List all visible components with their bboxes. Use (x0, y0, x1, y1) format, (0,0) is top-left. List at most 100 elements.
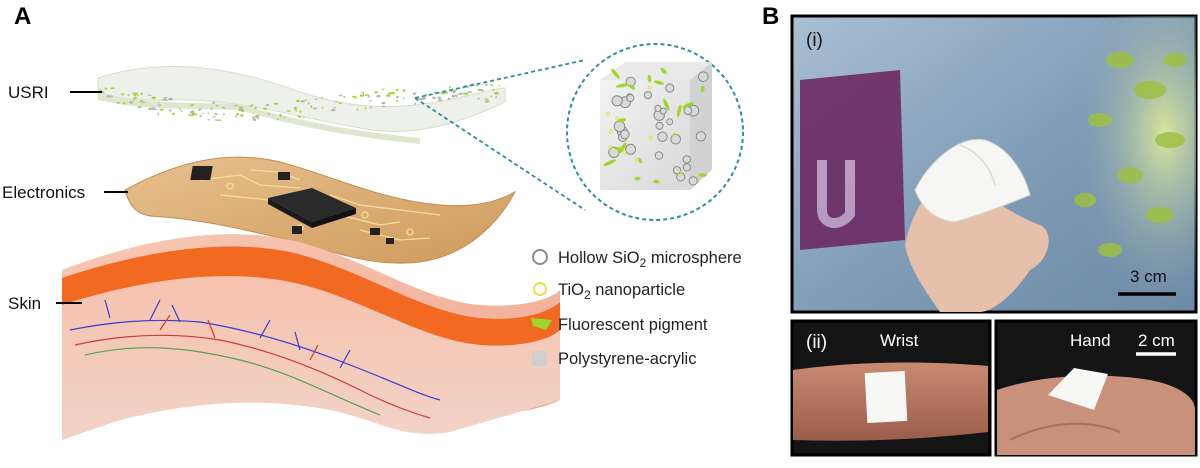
chip-small-1 (190, 166, 213, 180)
usri-particle (198, 108, 202, 110)
pigment-flake (611, 68, 620, 79)
usri-particle (448, 85, 451, 89)
usri-particle (381, 101, 386, 105)
usri-particle (421, 97, 426, 100)
sio2-microsphere (654, 104, 662, 113)
tio2-nanoparticle (672, 132, 677, 137)
usri-particle (369, 106, 372, 109)
usri-particle (140, 92, 143, 96)
pigment-flake (677, 104, 682, 117)
usri-particle (321, 106, 324, 109)
usri-particle (386, 94, 391, 97)
usri-particle (133, 98, 135, 101)
electronics-layer (124, 156, 517, 264)
pigment-swatch (531, 318, 552, 330)
usri-particle (142, 101, 146, 103)
zoom-inset (566, 43, 744, 221)
usri-particle (139, 100, 144, 103)
usri-particle (354, 97, 358, 99)
leaves (1074, 52, 1187, 257)
usri-particle (117, 101, 121, 104)
tio2-swatch (533, 282, 547, 296)
usri-particle (451, 94, 456, 98)
usri-particle (252, 116, 255, 119)
chip-small-2 (278, 172, 290, 180)
usri-particle (454, 94, 458, 98)
usri-particle (157, 101, 160, 104)
usri-particle (494, 92, 499, 95)
usri-particle (240, 109, 245, 113)
usri-particle (238, 106, 242, 109)
zoom-line-top (414, 59, 586, 99)
usri-particle (222, 106, 226, 109)
pigment-flake (700, 85, 705, 93)
usri-particle (136, 93, 139, 97)
tio2-nanoparticle (634, 157, 640, 162)
usri-particle (312, 107, 318, 110)
usri-particle (338, 102, 342, 104)
usri-particle (207, 112, 210, 114)
usri-particle (122, 102, 126, 105)
usri-particle (396, 88, 399, 92)
main-chip (268, 188, 356, 222)
usri-sheet (914, 138, 1031, 223)
usri-particle (257, 117, 260, 120)
wrist-label: Wrist (880, 331, 919, 350)
usri-particle (276, 118, 279, 121)
usri-particle (484, 98, 489, 100)
tio2-nanoparticle (648, 135, 653, 140)
chip-small-4 (370, 228, 380, 235)
sio2-microsphere (654, 151, 664, 160)
usri-particle (299, 110, 302, 113)
skin-dermis-red (62, 246, 560, 346)
usri-particle (151, 96, 156, 100)
tio2-nanoparticle (608, 129, 613, 134)
usri-particle (286, 110, 291, 112)
panel-a-letter: A (14, 3, 31, 30)
usri-particle (210, 107, 213, 111)
usri-particle (159, 108, 164, 111)
usri-particle (235, 114, 237, 118)
electronics-label: Electronics (2, 183, 85, 202)
sio2-microsphere (672, 166, 682, 175)
usri-particle (438, 99, 443, 102)
chip-small-3 (292, 226, 302, 234)
sio2-microsphere (625, 143, 637, 155)
usri-particle (303, 116, 305, 119)
usri-particle (476, 98, 480, 100)
usri-particle (330, 108, 336, 112)
usri-particle (265, 103, 270, 107)
usri-particle (343, 95, 346, 98)
usri-particle (396, 100, 399, 102)
usri-particle (402, 89, 406, 92)
cube-particles (603, 67, 709, 186)
usri-particle (147, 94, 152, 96)
tio2-nanoparticle (608, 145, 613, 150)
usri-particle (359, 94, 364, 97)
pigment-flake (653, 179, 660, 184)
photo-hand: Hand 2 cm (994, 319, 1198, 457)
usri-particle (199, 114, 202, 117)
chip-small-5 (386, 238, 394, 244)
usri-particle (157, 112, 160, 116)
usri-particle (364, 94, 370, 96)
legend-sio2: Hollow SiO2 microsphere (558, 249, 742, 270)
usri-particle (374, 91, 379, 94)
photo-i-scale-label: 3 cm (1130, 267, 1167, 286)
usri-particle (293, 106, 298, 110)
usri-particle (498, 85, 501, 87)
photo-i-index: (i) (806, 30, 823, 51)
usri-particle (137, 106, 142, 108)
usri-particle (310, 105, 313, 108)
pigment-flake (698, 173, 707, 177)
usri-particles (99, 83, 501, 122)
usri-particle (133, 93, 137, 96)
skin-block (62, 234, 560, 440)
usri-particle (198, 109, 201, 112)
usri-particle (320, 97, 324, 99)
usri-particle (267, 113, 271, 115)
photo-ii-index: (ii) (806, 332, 827, 353)
panel-b-letter: B (762, 3, 779, 30)
sio2-microsphere (655, 121, 664, 130)
usri-particle (190, 103, 194, 107)
